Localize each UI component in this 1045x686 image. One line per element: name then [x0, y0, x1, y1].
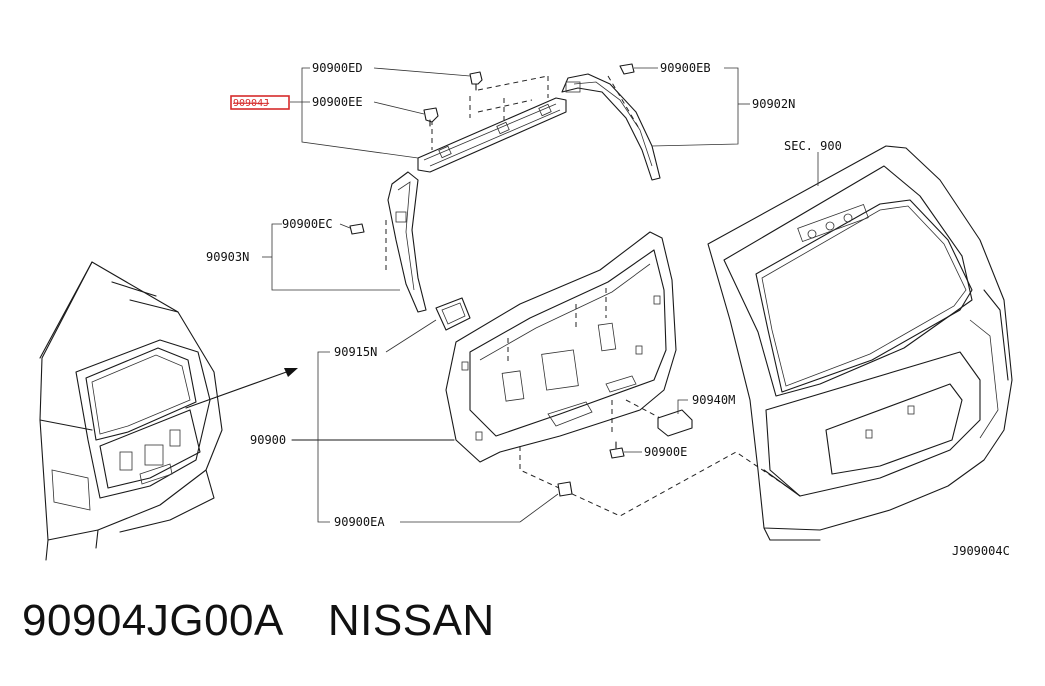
label-90915N: 90915N — [334, 345, 377, 359]
label-90902N: 90902N — [752, 97, 795, 111]
handle-90915N-icon — [435, 297, 471, 331]
label-90940M: 90940M — [692, 393, 735, 407]
vehicle-rear-illustration — [39, 261, 298, 561]
label-reference-code: J909004C — [952, 544, 1010, 558]
footer-caption: 90904JG00A NISSAN — [22, 596, 495, 646]
leader-lines — [262, 67, 819, 523]
label-sec-900: SEC. 900 — [784, 139, 842, 153]
back-door-outer-panel — [707, 145, 1013, 541]
label-90900EB: 90900EB — [660, 61, 711, 75]
label-90903N: 90903N — [206, 250, 249, 264]
highlighted-part-90904J[interactable]: 90904J — [230, 95, 290, 110]
label-90900E: 90900E — [644, 445, 687, 459]
clip-90900EE-icon — [423, 107, 439, 127]
brand-name: NISSAN — [327, 596, 495, 645]
label-90900EE: 90900EE — [312, 95, 363, 109]
right-side-trim — [561, 73, 661, 181]
clip-90900EC-icon — [349, 223, 365, 235]
clip-90900EA-icon — [557, 481, 573, 497]
label-90900: 90900 — [250, 433, 286, 447]
clip-90900ED-icon — [469, 71, 483, 91]
upper-trim-strip — [417, 75, 567, 173]
clip-90900EB-icon — [619, 63, 635, 75]
clip-90900E-icon — [609, 441, 625, 459]
label-90900EC: 90900EC — [282, 217, 333, 231]
lamp-90940M-icon — [657, 409, 693, 437]
part-number: 90904JG00A — [22, 596, 284, 645]
label-90904J: 90904J — [233, 98, 269, 109]
left-side-trim — [385, 171, 427, 313]
back-door-inner-panel — [445, 231, 793, 517]
label-90900ED: 90900ED — [312, 61, 363, 75]
label-90900EA: 90900EA — [334, 515, 385, 529]
